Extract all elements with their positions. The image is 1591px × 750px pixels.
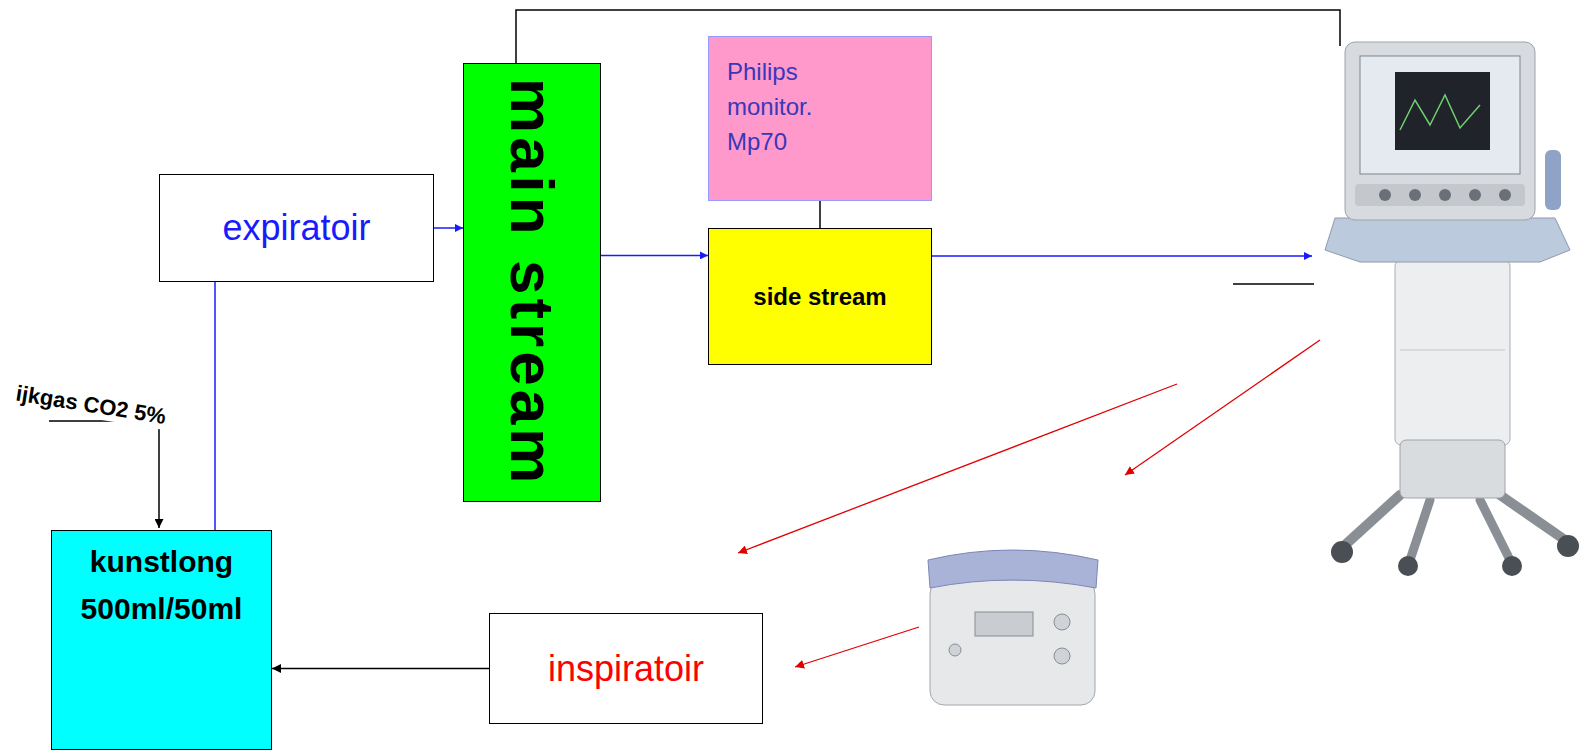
ventilator-knob xyxy=(1499,189,1511,201)
ventilator-knob xyxy=(1469,189,1481,201)
process-box: expiratoir xyxy=(159,174,434,282)
node-label: inspiratoir xyxy=(548,648,704,689)
humidifier-lid xyxy=(928,550,1098,588)
ventilator-wheel xyxy=(1398,556,1418,576)
gas-label: ijkgas CO2 5% xyxy=(12,380,170,430)
node-label: kunstlong xyxy=(90,545,233,580)
ventilator-body xyxy=(1395,260,1510,445)
flow-arrow xyxy=(932,255,1312,257)
ventilator-illustration xyxy=(1325,42,1579,576)
process-box: inspiratoir xyxy=(489,613,763,724)
ventilator-knob-panel xyxy=(1355,184,1525,206)
test-lung-box: kunstlong 500ml/50ml xyxy=(51,530,272,750)
flow-connector xyxy=(434,227,463,229)
ventilator-base xyxy=(1400,440,1505,498)
humidifier-illustration xyxy=(928,550,1098,705)
ventilator-display xyxy=(1395,72,1490,150)
node-label: Philips monitor. Mp70 xyxy=(727,55,847,159)
humidifier-button xyxy=(1054,648,1070,664)
inspiratory-arrow xyxy=(1125,340,1320,475)
ventilator-screen xyxy=(1360,56,1520,174)
ventilator-leg xyxy=(1500,495,1565,540)
flow-connector xyxy=(819,201,821,228)
ventilator-curve xyxy=(1400,95,1480,130)
ventilator-leg xyxy=(1410,500,1430,560)
monitor-box: Philips monitor. Mp70 xyxy=(708,36,932,201)
flow-connector xyxy=(601,255,708,257)
gas-inlet-arrow xyxy=(49,421,159,528)
ventilator-knob xyxy=(1379,189,1391,201)
ventilator-leg xyxy=(1345,495,1400,545)
ventilator-wheel xyxy=(1557,535,1579,557)
inspiratory-arrow xyxy=(795,627,919,667)
ventilator-seam xyxy=(1400,350,1505,351)
ventilator-screen-housing xyxy=(1345,42,1535,220)
ventilator-tray xyxy=(1325,218,1570,262)
humidifier-button xyxy=(1054,614,1070,630)
node-label: 500ml/50ml xyxy=(81,592,243,627)
sensor-box: side stream xyxy=(708,228,932,365)
ventilator-handle xyxy=(1545,150,1561,210)
humidifier-button xyxy=(949,644,961,656)
flow-connector xyxy=(272,668,489,670)
ventilator-leg xyxy=(1480,500,1510,560)
humidifier-display xyxy=(975,612,1033,636)
flow-connector xyxy=(214,282,216,530)
ventilator-wheel xyxy=(1502,556,1522,576)
humidifier-body xyxy=(930,580,1095,705)
inspiratory-arrow xyxy=(738,384,1177,553)
node-label: side stream xyxy=(753,283,886,311)
ventilator-knob xyxy=(1439,189,1451,201)
connection-line xyxy=(1233,283,1314,285)
ventilator-wheel xyxy=(1331,541,1353,563)
ventilator-knob xyxy=(1409,189,1421,201)
node-label: expiratoir xyxy=(222,207,370,248)
node-label: main stream xyxy=(496,78,567,487)
process-box: main stream xyxy=(463,63,601,502)
